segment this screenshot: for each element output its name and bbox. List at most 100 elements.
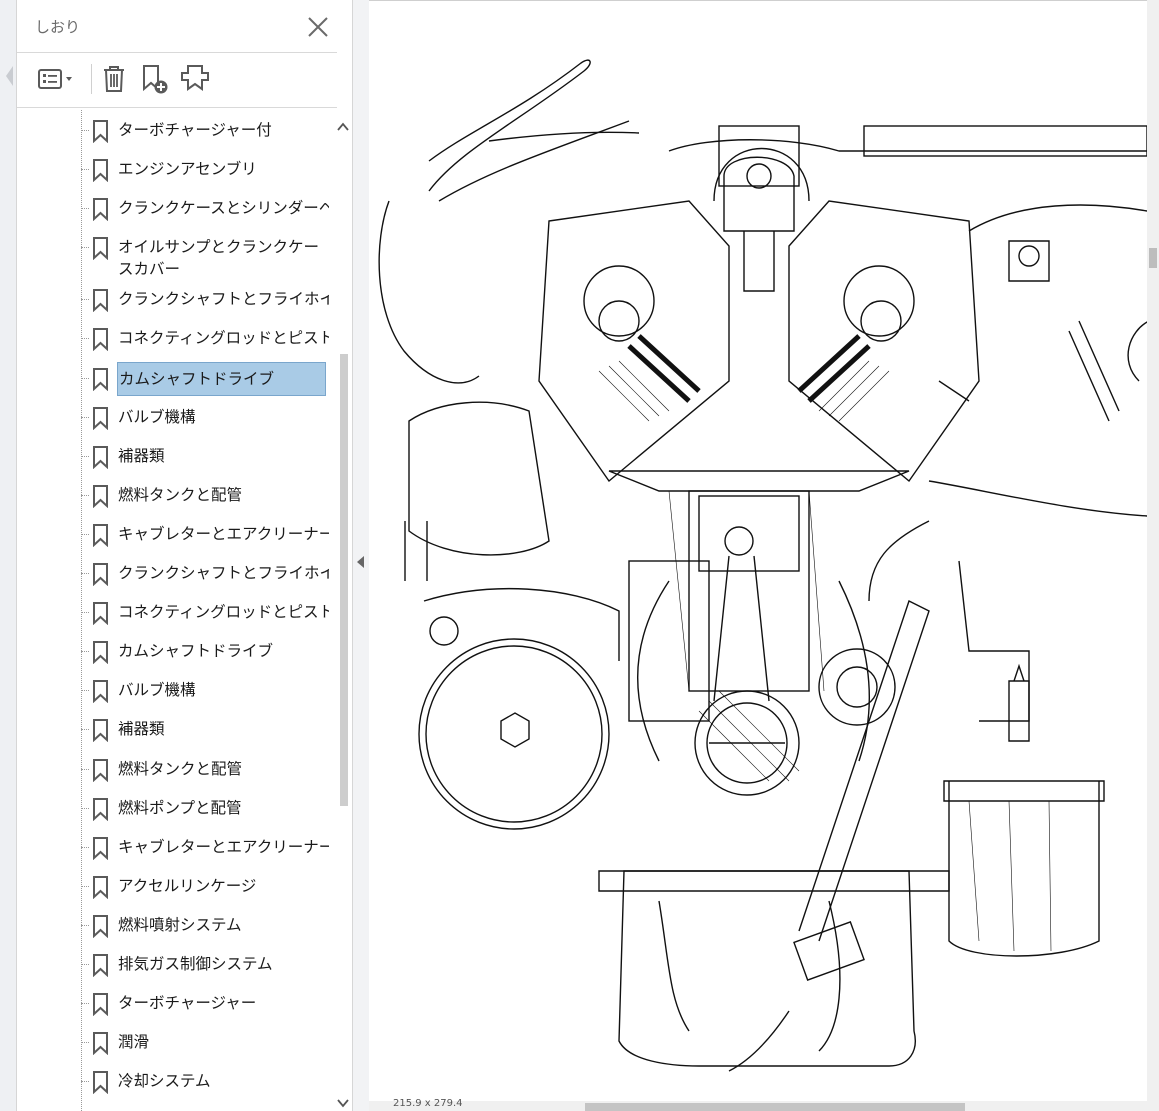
bookmark-toolbar (17, 54, 353, 106)
bookmark-item[interactable]: クランクシャフトとフライホイール (81, 281, 329, 317)
close-button[interactable] (305, 14, 331, 40)
bookmark-item[interactable]: 冷却システム (81, 1063, 329, 1099)
bookmark-icon (93, 367, 108, 391)
tree-branch (81, 846, 89, 848)
bookmark-icon (93, 875, 108, 899)
bookmark-icon (93, 237, 108, 261)
bookmark-label: オイルサンプとクランクケースカバー (118, 238, 320, 279)
bookmark-item[interactable]: 燃料ポンプと配管 (81, 790, 329, 826)
bookmark-label: クランクケースとシリンダーヘッド (118, 199, 329, 218)
panel-splitter[interactable] (352, 0, 370, 1111)
bookmark-item[interactable]: エンジンアセンブリ (81, 151, 329, 187)
tree-branch (81, 455, 89, 457)
bookmark-label: 補器類 (118, 446, 165, 465)
header-divider (17, 52, 337, 53)
bookmark-item[interactable]: オイルサンプとクランクケースカバー (81, 229, 329, 279)
tree-branch (81, 729, 89, 731)
bookmark-item[interactable]: 排気ガス制御システム (81, 946, 329, 982)
tagged-bookmark-button[interactable] (177, 62, 213, 96)
bookmark-icon (93, 641, 108, 665)
options-menu-button[interactable] (37, 62, 77, 96)
tree-guide-line (81, 110, 82, 1111)
bookmark-item[interactable]: 補器類 (81, 438, 329, 474)
tree-branch (81, 768, 89, 770)
bookmark-item[interactable]: キャブレターとエアクリーナー (81, 829, 329, 865)
bookmark-list: ターボチャージャー付エンジンアセンブリクランクケースとシリンダーヘッドオイルサン… (17, 110, 329, 1111)
tree-branch (81, 651, 89, 653)
tree-branch (81, 807, 89, 809)
bookmark-item[interactable]: コネクティングロッドとピストン (81, 320, 329, 356)
document-view[interactable] (369, 0, 1147, 1102)
bookmark-item[interactable]: カムシャフトドライブ (81, 360, 329, 396)
bookmark-icon (93, 993, 108, 1017)
tree-branch (81, 338, 89, 340)
bookmark-item[interactable]: 潤滑 (81, 1024, 329, 1060)
trash-icon (104, 66, 124, 92)
tree-branch (81, 924, 89, 926)
panel-tab-arrow-icon[interactable] (6, 66, 13, 86)
tree-branch (81, 247, 89, 249)
scroll-down-icon[interactable] (336, 1096, 350, 1110)
close-icon (308, 17, 328, 37)
bookmark-item[interactable]: アクセルリンケージ (81, 868, 329, 904)
tree-branch (81, 533, 89, 535)
bookmark-label: ターボチャージャー付 (118, 121, 272, 139)
bookmark-label: ターボチャージャー (118, 994, 257, 1013)
options-menu-icon (38, 69, 72, 89)
bookmark-item[interactable]: 燃料噴射システム (81, 907, 329, 943)
tree-branch (81, 1081, 89, 1083)
bookmark-icon (93, 797, 108, 821)
bookmark-icon (93, 602, 108, 626)
bookmark-label: コネクティングロッドとピストン (118, 603, 329, 622)
bookmark-item[interactable]: ターボチャージャー (81, 985, 329, 1021)
tree-branch (81, 416, 89, 418)
bookmark-label: 潤滑 (118, 1033, 150, 1052)
tree-branch (81, 208, 89, 210)
bookmark-item[interactable]: 燃料タンクと配管 (81, 477, 329, 513)
toolbar-divider (17, 107, 337, 108)
bookmark-label: 燃料タンクと配管 (118, 759, 243, 778)
bookmark-item[interactable]: クランクケースとシリンダーヘッド (81, 190, 329, 226)
new-bookmark-button[interactable] (137, 62, 171, 96)
document-scrollbar-thumb[interactable] (1149, 248, 1157, 268)
bookmark-icon (93, 328, 108, 352)
bookmark-scrollbar[interactable] (329, 110, 353, 1111)
tree-branch (81, 885, 89, 887)
tree-branch (81, 690, 89, 692)
tree-branch (81, 612, 89, 614)
bookmark-icon (93, 758, 108, 782)
bookmark-item[interactable]: 燃料タンクと配管 (81, 751, 329, 787)
scrollbar-thumb[interactable] (340, 354, 348, 806)
bookmark-item[interactable]: ターボチャージャー付 (81, 112, 329, 148)
document-scrollbar[interactable] (1147, 0, 1159, 1101)
scroll-up-icon[interactable] (336, 120, 350, 134)
bookmark-label: キャブレターとエアクリーナー (118, 524, 329, 543)
tree-branch (81, 377, 89, 379)
bookmark-item[interactable]: 補器類 (81, 711, 329, 747)
bookmark-item[interactable]: バルブ機構 (81, 672, 329, 708)
hscrollbar-thumb[interactable] (585, 1103, 965, 1111)
bookmark-label: 燃料タンクと配管 (118, 485, 243, 504)
bookmark-item[interactable]: カムシャフトドライブ (81, 633, 329, 669)
collapse-panel-arrow-icon[interactable] (357, 556, 364, 568)
bookmark-icon (93, 954, 108, 977)
bookmark-item[interactable]: クランクシャフトとフライホイール (81, 555, 329, 591)
bookmark-panel: しおり (16, 0, 353, 1111)
bookmark-item[interactable]: バルブ機構 (81, 399, 329, 435)
bookmark-item[interactable]: キャブレターとエアクリーナー (81, 516, 329, 552)
bookmark-icon (93, 836, 108, 860)
bookmark-icon (93, 719, 108, 743)
bookmark-item[interactable]: コネクティングロッドとピストン (81, 594, 329, 630)
document-hscrollbar[interactable]: 215.9 x 279.4 (369, 1098, 1159, 1111)
tree-branch (81, 169, 89, 171)
bookmark-label: コネクティングロッドとピストン (118, 329, 329, 348)
bookmark-icon (93, 406, 108, 430)
bookmark-add-icon (143, 65, 168, 94)
bookmark-icon (93, 484, 108, 508)
tree-branch (81, 130, 89, 131)
left-nav-strip (0, 0, 16, 1111)
bookmark-label: 冷却システム (118, 1072, 211, 1091)
delete-bookmark-button[interactable] (99, 62, 129, 96)
bookmark-icon (93, 523, 108, 547)
tree-branch (81, 964, 89, 965)
